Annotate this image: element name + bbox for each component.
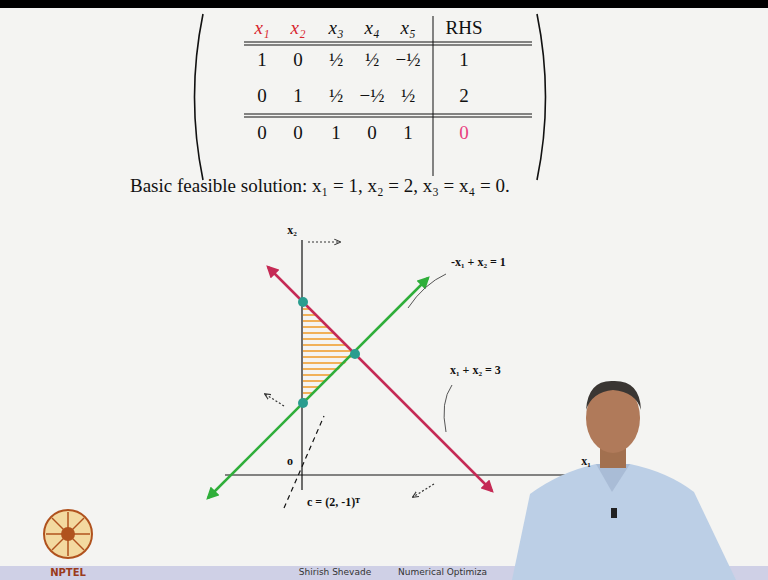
logo-spoke: [52, 518, 84, 550]
table-cell: 1: [257, 50, 267, 71]
logo-wheel: [44, 510, 92, 558]
x-axis: [225, 474, 596, 475]
table-rule: [244, 42, 532, 43]
table-cell: 1: [403, 123, 413, 144]
table-cell: ½: [365, 50, 379, 71]
leader-line: [408, 274, 446, 308]
line-label: -x₁ + x₂ = 1: [451, 256, 506, 269]
table-cell: 0: [367, 123, 377, 144]
right-paren: [537, 14, 546, 180]
solution-text: Basic feasible solution: x₁ = 1, x₂ = 2,…: [130, 176, 510, 197]
vertex-dot: [298, 297, 308, 307]
table-rule: [244, 45, 532, 46]
column-header: RHS: [446, 18, 483, 39]
table-rule: [244, 117, 532, 118]
column-header: x₃: [328, 18, 343, 39]
table-cell: 0: [257, 123, 267, 144]
footer-text: Shirish Shevade: [299, 568, 371, 578]
constraint-line: [208, 278, 428, 498]
presenter-shirt: [512, 464, 736, 580]
normal-arrow: [265, 394, 284, 406]
footer-text: Numerical Optimiza: [398, 568, 487, 578]
table-cell: 0: [459, 123, 469, 144]
table-cell: −½: [396, 50, 421, 71]
feasible-region: [303, 302, 355, 403]
vertex-dot: [350, 349, 360, 359]
table-cell: ½: [329, 86, 343, 107]
column-header: x₁: [254, 18, 269, 39]
vertex-dot: [298, 398, 308, 408]
table-cell: −½: [360, 86, 385, 107]
table-rule: [244, 114, 532, 115]
column-header: x₅: [400, 18, 415, 39]
left-paren: [195, 14, 204, 180]
table-cell: 2: [459, 86, 469, 107]
normal-arrow: [308, 241, 340, 242]
top-band: [0, 0, 768, 8]
column-header: x₄: [364, 18, 379, 39]
presenter-hair: [586, 381, 641, 410]
origin-label: o: [287, 455, 293, 468]
cost-label: c = (2, -1)ᵀ: [307, 496, 360, 509]
axis-label: x₁: [581, 455, 591, 468]
axis-label: x₂: [287, 224, 297, 237]
y-axis: [301, 240, 302, 490]
table-cell: ½: [329, 50, 343, 71]
table-cell: 0: [293, 123, 303, 144]
table-divider: [433, 16, 434, 176]
cost-direction: [284, 416, 324, 508]
logo-text: NPTEL: [50, 567, 86, 578]
logo-hub: [61, 527, 75, 541]
table-cell: 1: [459, 50, 469, 71]
table-cell: 1: [331, 123, 341, 144]
leader-line: [444, 385, 452, 432]
normal-arrow: [413, 484, 434, 497]
constraint-line: [268, 267, 492, 491]
logo-spoke: [52, 518, 84, 550]
column-header: x₂: [290, 18, 305, 39]
line-label: x₁ + x₂ = 3: [450, 364, 501, 377]
table-cell: 1: [293, 86, 303, 107]
microphone-clip: [611, 508, 617, 518]
presenter-collar: [596, 464, 630, 492]
logo-spokes: [46, 512, 90, 556]
table-cell: 0: [257, 86, 267, 107]
table-cell: ½: [401, 86, 415, 107]
table-cell: 0: [293, 50, 303, 71]
